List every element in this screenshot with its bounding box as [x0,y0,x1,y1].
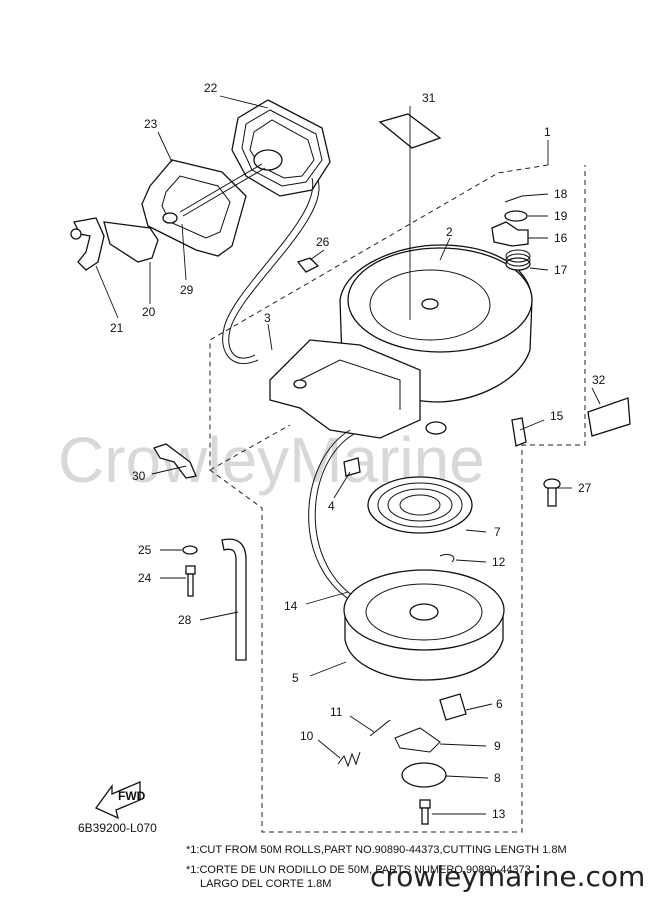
hose-28 [221,538,247,661]
callout-5: 5 [292,671,299,685]
stopper-parts [491,195,531,271]
clip-12 [439,553,455,563]
handle-seal [231,99,331,197]
handle-insert [103,221,159,263]
callout-28: 28 [178,613,192,627]
boundary-link [209,424,291,471]
starter-handle-assembly [70,99,331,271]
callout-7: 7 [494,525,501,539]
callout-18: 18 [554,187,568,201]
spring-10 [337,751,361,768]
recoil-spring [367,476,473,534]
footnotes: *1:CUT FROM 50M ROLLS,PART NO.90890-4437… [186,844,567,890]
spring-11 [369,719,391,737]
callout-24: 24 [138,571,152,585]
spring-9 [394,727,441,753]
callout-19: 19 [554,209,568,223]
callout-27: 27 [578,481,592,495]
callout-15: 15 [550,409,564,423]
callout-30: 30 [132,469,146,483]
bolt-27 [543,478,561,507]
cable-upper [228,179,320,359]
footnote-line-2: *1:CORTE DE UN RODILLO DE 50M, PARTS NUM… [186,864,531,876]
clip-15 [511,417,527,447]
pawl-6 [439,693,467,721]
callout-3: 3 [264,311,271,325]
callout-11: 11 [330,705,343,719]
rope-hook [73,217,105,271]
sheave-drum [343,569,505,681]
callout-29: 29 [180,283,194,297]
callout-6: 6 [496,697,503,711]
callout-23: 23 [144,117,158,131]
cable-lower [308,429,351,601]
callout-20: 20 [142,305,156,319]
leader-lines [95,95,601,815]
drive-plate [401,762,447,788]
callout-4: 4 [328,499,335,513]
callout-2: 2 [446,225,453,239]
callout-26: 26 [316,235,330,249]
callout-8: 8 [494,771,501,785]
footnote-line-1: *1:CUT FROM 50M ROLLS,PART NO.90890-4437… [186,844,567,856]
label-side [587,397,631,437]
callout-labels: 1 2 3 4 5 6 7 8 9 10 11 12 13 14 15 16 1… [110,81,606,821]
footnote-line-3: LARGO DEL CORTE 1.8M [200,878,331,890]
callout-21: 21 [110,321,124,335]
washer-25 [182,545,198,555]
callout-22: 22 [204,81,218,95]
fwd-label: FWD [118,789,146,803]
callout-12: 12 [492,555,506,569]
bolt-13 [419,799,431,825]
callout-13: 13 [492,807,506,821]
watermark-bottom: crowleymarine.com [370,860,645,893]
starter-housing [269,244,533,439]
diagram-code: 6B39200-L070 [78,821,157,835]
callout-17: 17 [554,263,568,277]
callout-9: 9 [494,739,501,753]
callout-16: 16 [554,231,568,245]
callout-32: 32 [592,373,606,387]
callout-1: 1 [544,125,551,139]
bolt-24 [185,565,196,597]
callout-25: 25 [138,543,152,557]
callout-10: 10 [300,729,314,743]
callout-14: 14 [284,599,298,613]
bracket-30 [153,443,197,479]
assembly-boundary [209,164,586,833]
callout-31: 31 [422,91,436,105]
square-nut [296,257,320,273]
fwd-arrow-icon: FWD [95,781,146,820]
clamp-4 [343,457,361,477]
